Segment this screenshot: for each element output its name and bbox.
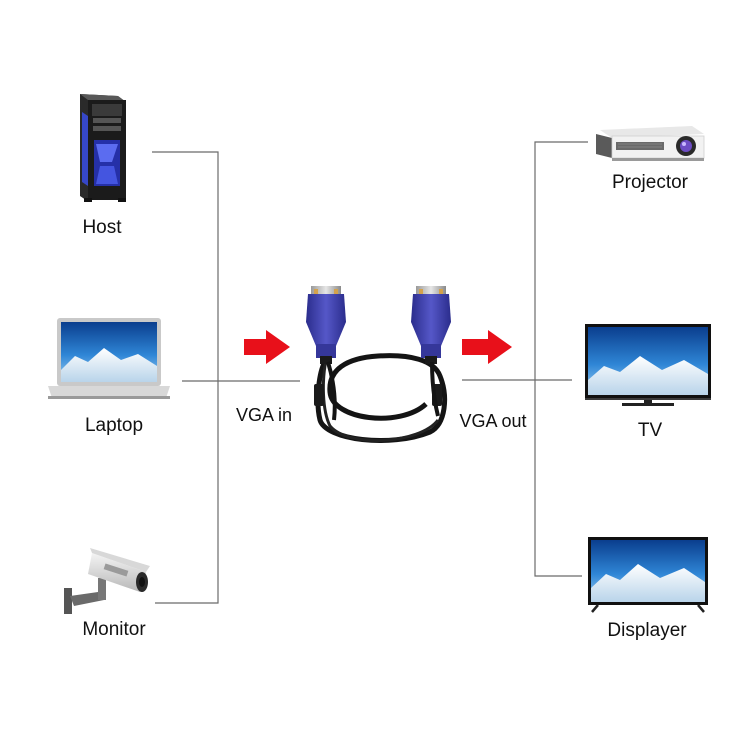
projector-line [534, 141, 588, 577]
projector-label: Projector [611, 172, 689, 193]
red-arrow-icon [244, 330, 290, 364]
vga-cable-icon [306, 286, 451, 443]
displayer-label: Displayer [607, 620, 687, 641]
host-label: Host [82, 217, 122, 238]
left-connector-lines [152, 151, 300, 604]
vga-in-label: VGA in [235, 405, 293, 425]
monitor-display-icon [588, 537, 708, 613]
laptop-icon [48, 318, 170, 399]
tv-icon [585, 324, 711, 406]
desktop-tower-icon [80, 94, 126, 202]
monitor-label: Monitor [82, 619, 146, 640]
right-connector-lines [462, 141, 588, 577]
host-line [152, 151, 219, 604]
laptop-label: Laptop [84, 415, 144, 436]
projector-icon [596, 126, 705, 161]
tv-label: TV [637, 420, 663, 441]
security-camera-icon [64, 548, 150, 614]
vga-out-label: VGA out [459, 411, 527, 431]
red-arrow-icon [462, 330, 512, 364]
